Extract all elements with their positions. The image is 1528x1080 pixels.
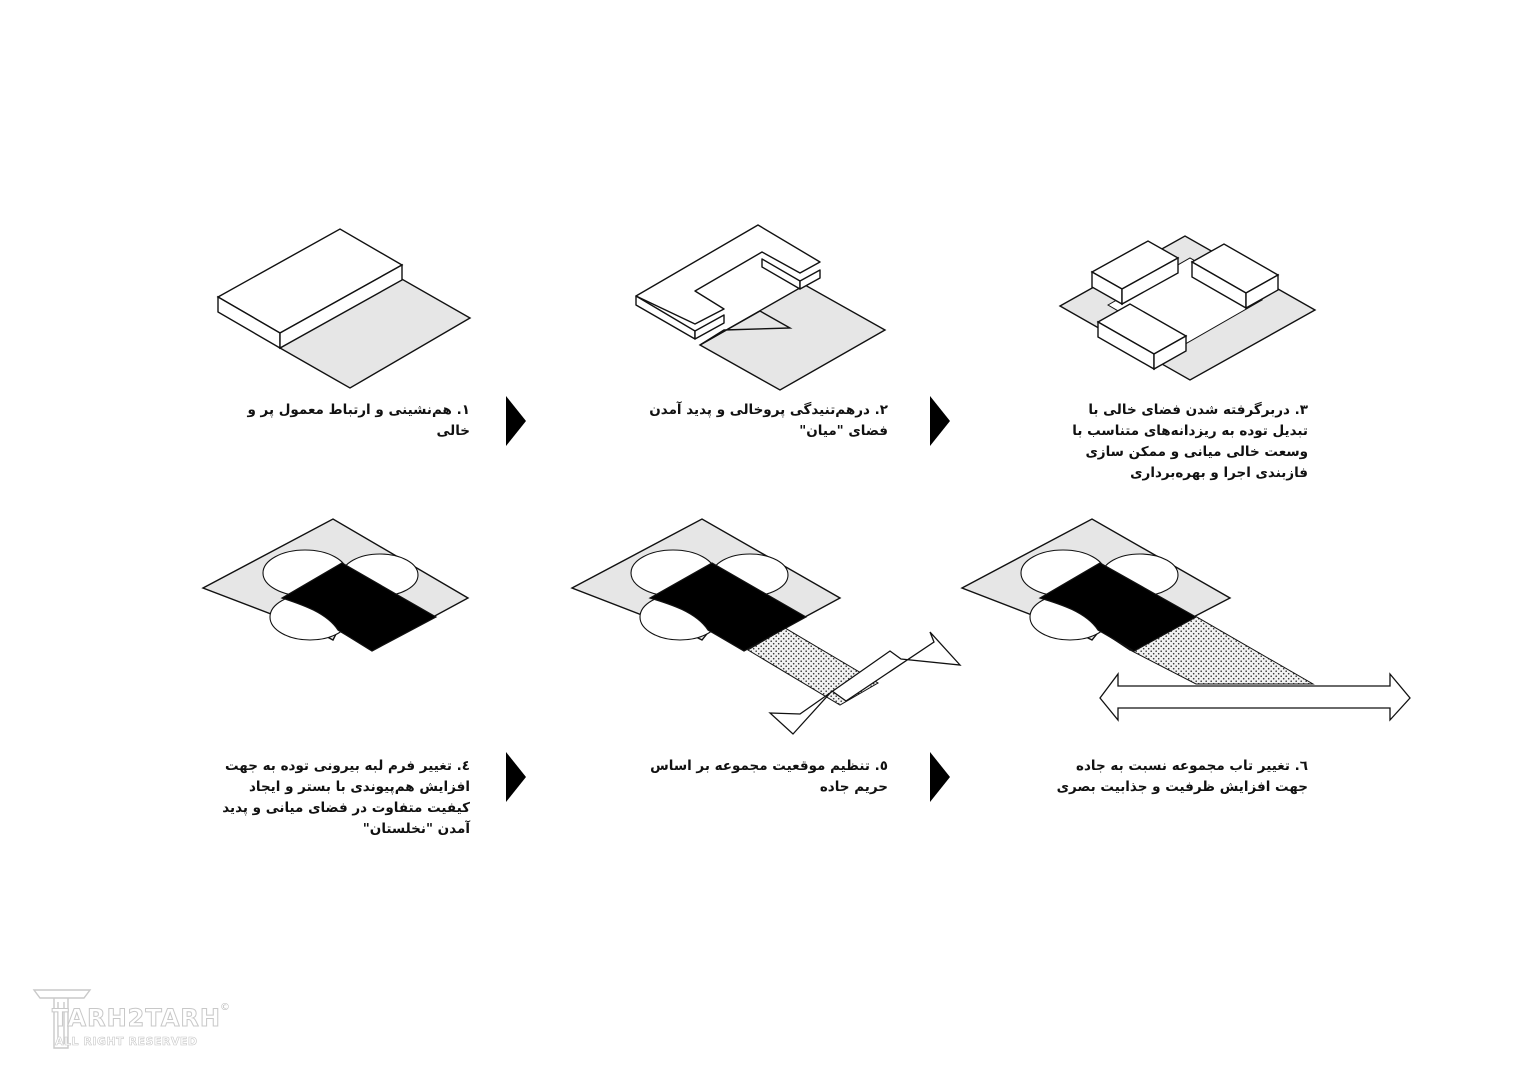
caption-step-2: ٢. درهم‌تنیدگی پروخالی و پدید آمدن فضای … bbox=[649, 402, 888, 439]
watermark-logo-icon bbox=[32, 989, 92, 1049]
road-band-5 bbox=[747, 627, 879, 706]
solid-mass-5 bbox=[648, 562, 808, 652]
watermark-copyright: © bbox=[220, 1002, 230, 1013]
mass-units-3 bbox=[1090, 240, 1280, 371]
step-arrow-4-5 bbox=[506, 752, 526, 802]
road-arrow-6 bbox=[1099, 672, 1411, 722]
solid-mass-6 bbox=[1038, 562, 1198, 652]
watermark-brand: TARH2TARH bbox=[52, 1004, 221, 1033]
ground-plane-2 bbox=[698, 284, 887, 391]
step-arrow-1-2 bbox=[506, 396, 526, 446]
step-arrow-5-6 bbox=[930, 752, 950, 802]
watermark-tagline: ALL RIGHT RESERVED bbox=[55, 1035, 198, 1049]
caption-step-5: ٥. تنظیم موقعیت مجموعه بر اساس حریم جاده bbox=[650, 758, 888, 795]
step-arrow-2-3 bbox=[930, 396, 950, 446]
solid-mass-4 bbox=[280, 562, 438, 652]
mass-block-2 bbox=[635, 224, 821, 340]
road-arrow-5 bbox=[768, 631, 962, 735]
caption-step-3: ٣. دربرگرفته شدن فضای خالی با تبدیل توده… bbox=[1072, 402, 1308, 481]
caption-step-4: ٤. تغییر فرم لبه بیرونی توده به جهت افزا… bbox=[222, 758, 470, 837]
caption-step-1: ١. هم‌نشینی و ارتباط معمول پر و خالی bbox=[247, 402, 470, 439]
mass-block-1 bbox=[216, 228, 404, 350]
caption-step-6: ٦. تغییر تاب مجموعه نسبت به جاده جهت افز… bbox=[1056, 758, 1308, 795]
